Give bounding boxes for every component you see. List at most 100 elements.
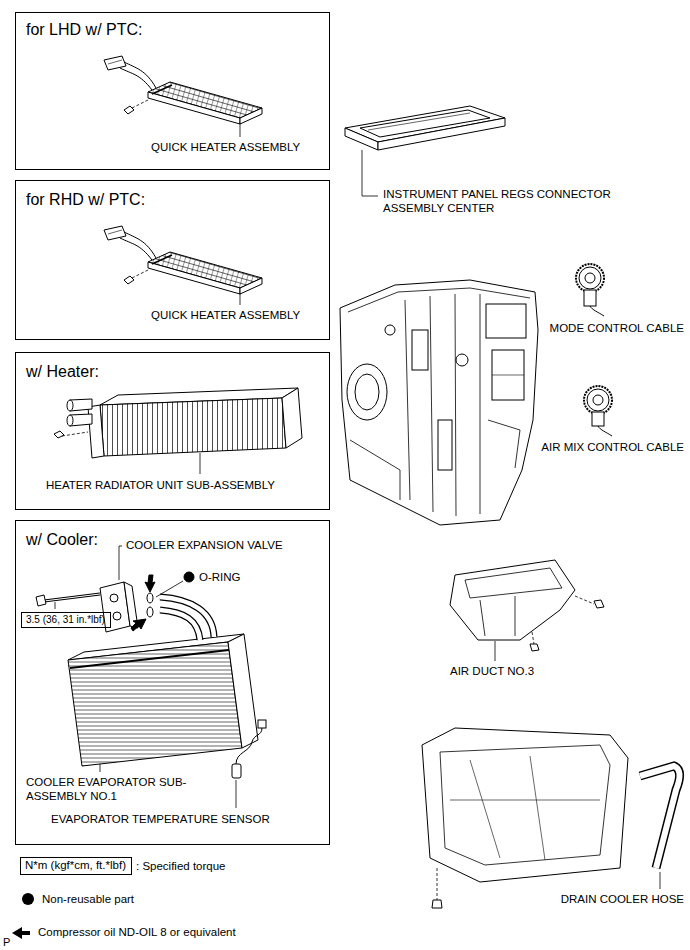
- cooler-evaporator: [36, 546, 266, 808]
- register-connector: [360, 110, 490, 137]
- variant-panel: for LHD w/ PTC: QUICK HEATER ASSEMBLY: [15, 12, 330, 170]
- air-conditioning-case: [405, 300, 410, 500]
- air-duct: [530, 644, 539, 651]
- air-conditioning-case: [492, 350, 524, 400]
- cooler-evaporator: [119, 546, 122, 547]
- variant-panel: w/ Heater: HEATER RADIATOR UNIT SUB-ASSEM…: [15, 352, 330, 510]
- heater-radiator: [62, 432, 88, 436]
- part-name: COOLER EXPANSION VALVE: [126, 539, 283, 553]
- cooler-evaporator: [55, 602, 56, 609]
- air-mix-control-cable: [593, 395, 603, 405]
- air-conditioning-case: [340, 280, 538, 525]
- air-conditioning-case: [492, 375, 524, 376]
- cooler-evaporator: [232, 764, 241, 778]
- air-conditioning-case: [347, 364, 387, 420]
- air-mix-control-cable: [592, 412, 604, 426]
- oil-arrow-symbol: [12, 927, 30, 939]
- air-duct: [450, 560, 575, 640]
- panel-heading: for LHD w/ PTC:: [26, 20, 142, 39]
- air-conditioning-case: [488, 420, 520, 468]
- air-conditioning-case: [480, 294, 481, 514]
- mode-control-cable: [579, 267, 601, 289]
- cooler-evaporator: [131, 619, 146, 631]
- drain-pan: [440, 745, 610, 865]
- drain-pan: [640, 766, 680, 868]
- heater-radiator: [282, 388, 302, 448]
- cooler-evaporator: [113, 612, 121, 620]
- panel-heading: w/ Cooler:: [26, 530, 98, 549]
- panel-rhd-illustration: [104, 226, 262, 294]
- part-name: INSTRUMENT PANEL REGS CONNECTOR ASSEMBLY…: [383, 188, 643, 216]
- cooler-evaporator: [70, 650, 229, 668]
- cooler-evaporator: [258, 720, 266, 728]
- part-name: QUICK HEATER ASSEMBLY: [151, 141, 300, 155]
- heater-radiator: [200, 453, 201, 474]
- cooler-evaporator: [145, 575, 155, 592]
- panel-lhd-illustration: [240, 123, 241, 137]
- cooler-evaporator: [160, 610, 200, 640]
- cooler-evaporator: [44, 594, 100, 601]
- drain-pan: [640, 766, 680, 868]
- heater-radiator: [54, 388, 302, 474]
- air-conditioning-case: [355, 374, 379, 410]
- torque-value: 3.5 (36, 31 in.*lbf): [26, 614, 106, 626]
- air-conditioning-case: [350, 440, 400, 500]
- air-mix-control-cable: [584, 386, 612, 436]
- drain-pan: [422, 728, 680, 908]
- drain-pan: [530, 756, 545, 860]
- figure-code: P: [3, 936, 10, 949]
- oil-arrow-symbol: [12, 927, 30, 939]
- cooler-evaporator: [36, 595, 46, 606]
- mode-control-cable: [584, 290, 596, 306]
- air-conditioning-case: [385, 325, 395, 335]
- air-duct: [480, 600, 485, 636]
- drain-pan: [470, 760, 500, 858]
- heater-radiator: [54, 431, 64, 438]
- torque-box: N*m (kgf*cm, ft.*lbf): [20, 857, 132, 875]
- part-name: O-RING: [199, 571, 241, 585]
- heater-radiator: [100, 398, 286, 456]
- part-name: EVAPORATOR TEMPERATURE SENSOR: [51, 813, 270, 827]
- air-duct: [515, 596, 516, 636]
- air-conditioning-case: [412, 330, 428, 370]
- air-mix-control-cable: [598, 426, 612, 436]
- legend-swatch: [22, 893, 34, 905]
- cooler-evaporator: [68, 642, 242, 766]
- part-name: DRAIN COOLER HOSE: [561, 893, 684, 907]
- cooler-evaporator: [184, 572, 194, 582]
- panel-heading: w/ Heater:: [26, 362, 99, 381]
- drain-pan: [422, 728, 628, 882]
- cooler-evaporator: [160, 597, 214, 637]
- panel-lhd-illustration: [104, 56, 262, 137]
- cooler-evaporator: [119, 546, 120, 580]
- air-duct: [594, 600, 604, 608]
- cooler-evaporator: [147, 607, 153, 617]
- air-duct: [532, 632, 534, 644]
- mode-control-cable: [576, 264, 604, 316]
- part-name: HEATER RADIATOR UNIT SUB-ASSEMBLY: [46, 479, 275, 493]
- heater-radiator: [67, 400, 73, 411]
- variant-panel: w/ Cooler:COOLER EXPANSION VALVEO-RINGCO…: [15, 520, 330, 845]
- part-name: AIR MIX CONTROL CABLE: [541, 441, 684, 455]
- cooler-evaporator: [160, 610, 200, 640]
- register-connector: [345, 106, 505, 196]
- panel-heading: for RHD w/ PTC:: [26, 190, 145, 209]
- heater-radiator: [88, 405, 104, 458]
- drain-pan: [450, 800, 600, 801]
- air-conditioning-case: [456, 354, 468, 366]
- drain-pan: [437, 868, 438, 900]
- air-mix-control-cable: [584, 386, 612, 414]
- part-name: QUICK HEATER ASSEMBLY: [151, 309, 300, 323]
- register-connector: [362, 150, 378, 196]
- cooler-evaporator: [44, 594, 100, 601]
- mode-control-cable: [576, 264, 604, 292]
- cooler-evaporator: [236, 728, 262, 764]
- part-name: AIR DUCT NO.3: [450, 665, 534, 679]
- cooler-evaporator: [228, 634, 258, 748]
- torque-box: 3.5 (36, 31 in.*lbf): [21, 612, 111, 628]
- variant-panel: for RHD w/ PTC: QUICK HEATER ASSEMBLY: [15, 180, 330, 340]
- legend-text: Compressor oil ND-OIL 8 or equivalent: [38, 926, 236, 940]
